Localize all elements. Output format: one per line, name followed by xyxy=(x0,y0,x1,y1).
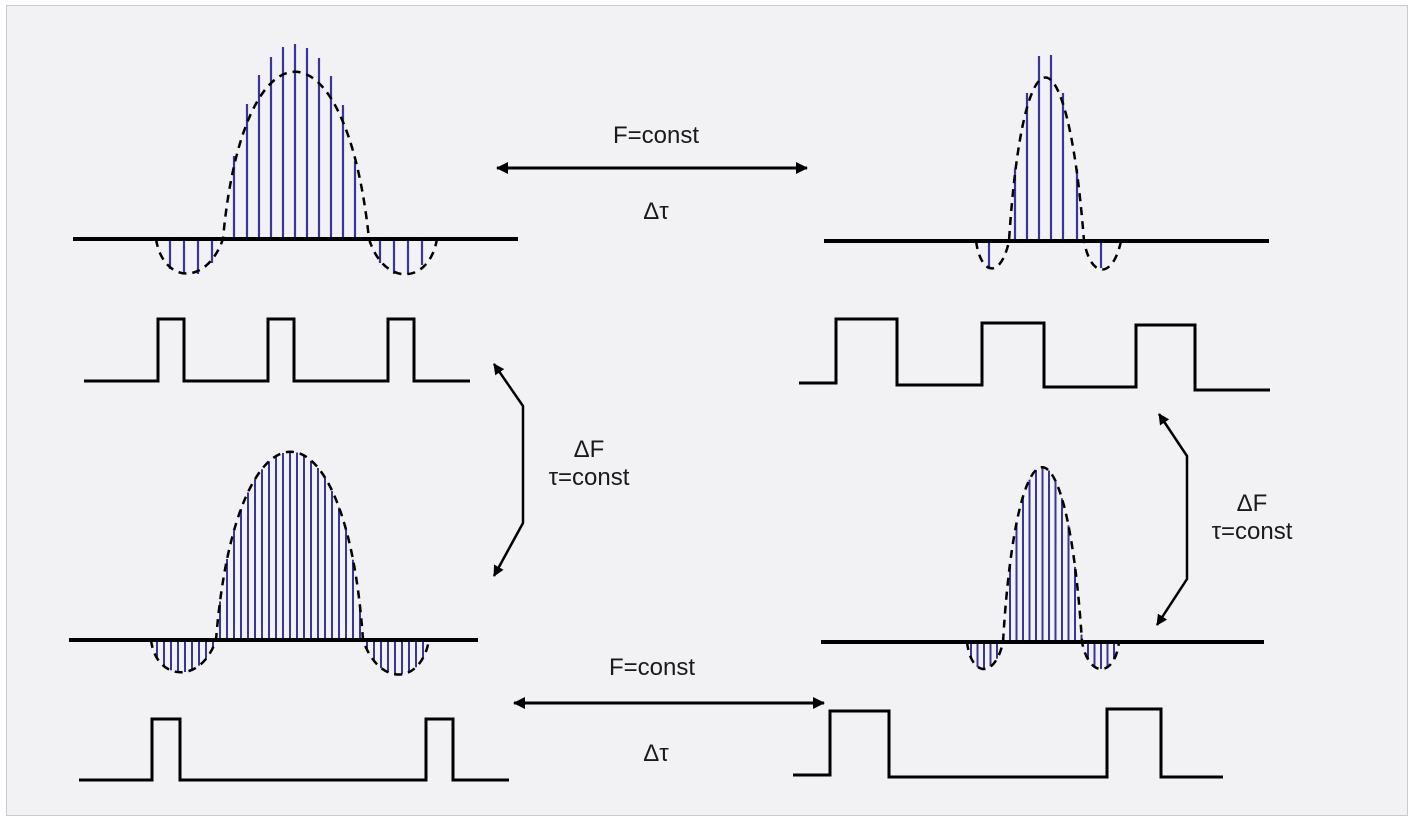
label-right-line1: ΔF xyxy=(1236,490,1268,517)
spectrum-lines xyxy=(168,44,424,274)
spectrum-lines xyxy=(970,467,1115,670)
pulse-train-top-right xyxy=(799,317,1270,392)
envelope xyxy=(149,450,431,676)
envelope xyxy=(965,466,1121,671)
pulse-modulation-diagram xyxy=(69,44,1270,782)
curved-arrow-left xyxy=(492,363,525,577)
spectrum-top-right xyxy=(824,55,1269,271)
label-left-line1: ΔF xyxy=(573,436,605,463)
pulse-train-top-left xyxy=(84,317,470,383)
spectrum-lines xyxy=(156,451,424,675)
label-top-line2: Δτ xyxy=(643,198,669,225)
pulse-train-bottom-left xyxy=(79,717,509,782)
label-right-line2: τ=const xyxy=(1211,518,1293,545)
label-top-arrow: F=const xyxy=(611,122,701,149)
spectrum-bottom-right xyxy=(821,466,1264,671)
label-bottom-arrow: F=const xyxy=(607,654,697,681)
envelope xyxy=(154,70,439,276)
label-left-line2: τ=const xyxy=(548,464,630,491)
spectrum-top-left xyxy=(73,44,518,276)
spectrum-lines xyxy=(987,55,1103,268)
spectrum-bottom-left xyxy=(69,450,478,676)
label-right-arrow: ΔF τ=const xyxy=(1202,490,1302,546)
pulse-train-bottom-right xyxy=(793,707,1223,779)
label-bottom-line2: Δτ xyxy=(643,740,669,767)
label-top-delta-tau: Δτ xyxy=(631,198,681,225)
diagram-frame: F=const Δτ F=const Δτ ΔF τ=const ΔF τ=co… xyxy=(6,5,1408,816)
label-bottom-delta-tau: Δτ xyxy=(631,740,681,767)
label-top-line1: F=const xyxy=(612,122,700,149)
label-left-arrow: ΔF τ=const xyxy=(539,436,639,492)
curved-arrow-right xyxy=(1155,413,1189,626)
label-bottom-line1: F=const xyxy=(608,654,696,681)
envelope xyxy=(974,76,1123,271)
